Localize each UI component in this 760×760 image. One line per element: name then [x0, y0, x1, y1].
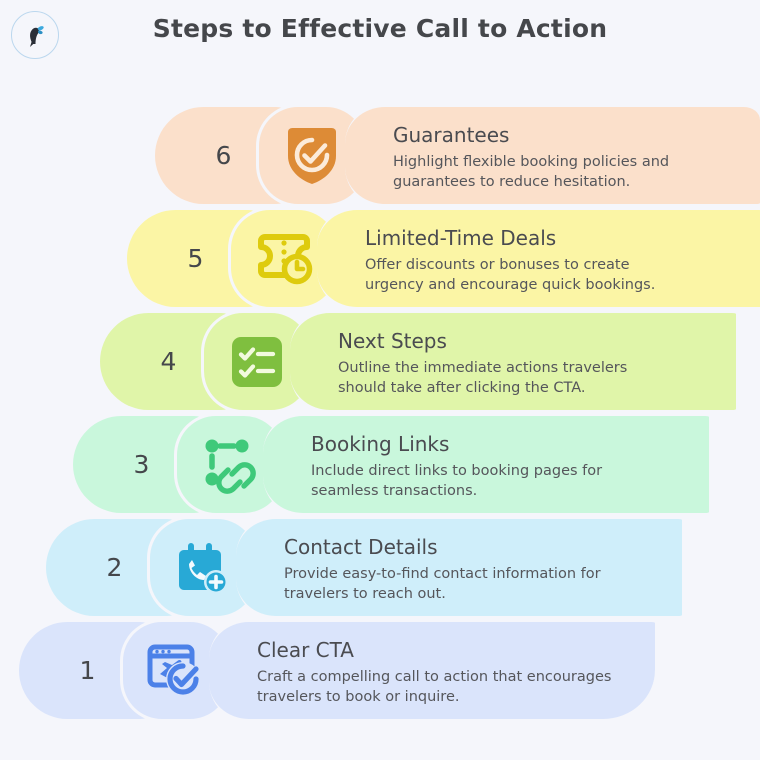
- contact-card-phone-icon: [175, 539, 231, 597]
- step-title: Booking Links: [311, 432, 450, 456]
- step-description: Outline the immediate actions travelers …: [338, 360, 628, 396]
- step-number: 1: [79, 656, 96, 685]
- step-number: 6: [215, 141, 232, 170]
- checklist-icon: [230, 335, 284, 389]
- step-number: 2: [106, 553, 123, 582]
- step-text-panel: Next Steps Outline the immediate actions…: [290, 310, 736, 413]
- step-text-panel: Clear CTA Craft a compelling call to act…: [209, 619, 655, 722]
- browser-flight-check-icon: [147, 643, 205, 699]
- step-description: Include direct links to booking pages fo…: [311, 463, 603, 499]
- step-number: 5: [187, 244, 204, 273]
- step-title: Guarantees: [393, 123, 510, 147]
- step-title: Next Steps: [338, 329, 447, 353]
- ticket-clock-icon: [253, 231, 315, 287]
- step-text-panel: Guarantees Highlight flexible booking po…: [345, 104, 760, 207]
- step-text-panel: Contact Details Provide easy-to-find con…: [236, 516, 682, 619]
- shield-check-icon: [284, 126, 340, 186]
- step-title: Clear CTA: [257, 638, 354, 662]
- step-title: Limited-Time Deals: [365, 226, 557, 250]
- logo-badge: [11, 11, 59, 59]
- step-description: Provide easy-to-find contact information…: [284, 566, 601, 602]
- step-icon-panel: [147, 516, 259, 619]
- chain-link-icon: [202, 436, 258, 494]
- step-description: Highlight flexible booking policies and …: [393, 154, 670, 190]
- step-number: 4: [160, 347, 177, 376]
- woman-butterfly-logo-icon: [20, 20, 50, 50]
- page-header: Steps to Effective Call to Action: [0, 0, 760, 70]
- step-title: Contact Details: [284, 535, 438, 559]
- step-text-panel: Booking Links Include direct links to bo…: [263, 413, 709, 516]
- step-description: Craft a compelling call to action that e…: [257, 669, 612, 705]
- step-number: 3: [133, 450, 150, 479]
- step-description: Offer discounts or bonuses to create urg…: [365, 257, 656, 293]
- step-text-panel: Limited-Time Deals Offer discounts or bo…: [317, 207, 760, 310]
- page-title: Steps to Effective Call to Action: [152, 14, 608, 43]
